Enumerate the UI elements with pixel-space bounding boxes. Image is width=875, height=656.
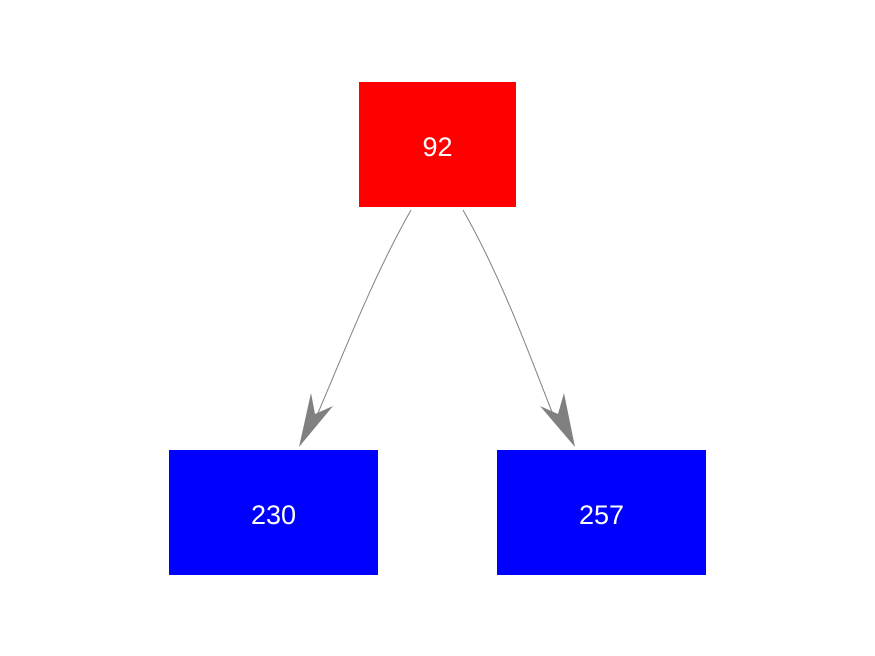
node-230-label: 230 [251, 500, 296, 530]
node-230: 230 [169, 450, 378, 575]
node-92-label: 92 [422, 132, 452, 162]
node-257: 257 [497, 450, 706, 575]
edge-92-230 [299, 209, 412, 447]
edge-92-230-arrowhead [299, 393, 333, 447]
node-92: 92 [359, 82, 516, 207]
edge-92-257-line [462, 209, 556, 421]
edge-92-257 [462, 209, 575, 447]
edge-92-257-arrowhead [540, 393, 575, 447]
node-257-box [497, 450, 706, 575]
node-92-box [359, 82, 516, 207]
node-257-label: 257 [579, 500, 624, 530]
edge-92-230-line [314, 209, 412, 421]
node-230-box [169, 450, 378, 575]
